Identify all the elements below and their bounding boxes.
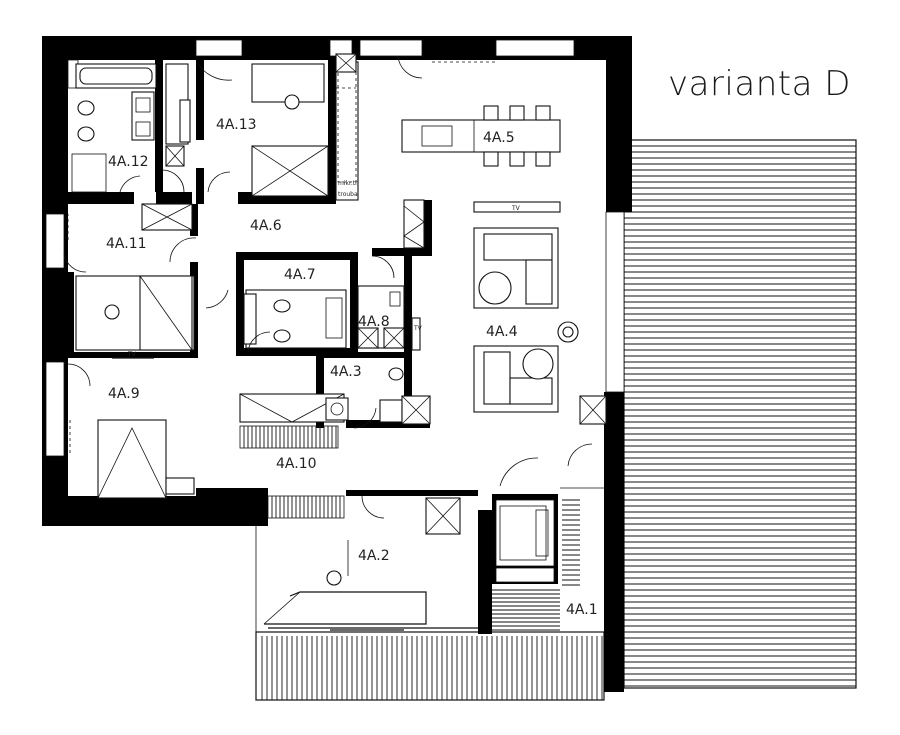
microwave-label-1: mikr.tr. (338, 180, 359, 187)
room-4A2-furniture (263, 497, 478, 631)
label-4A13: 4A.13 (216, 117, 257, 133)
bedroom-4A13-furniture (165, 63, 329, 197)
windows-top (45, 39, 625, 457)
label-4A7: 4A.7 (284, 267, 316, 283)
terrace-bottom-decking (255, 631, 605, 701)
stair-4A1 (492, 487, 604, 631)
label-4A6: 4A.6 (250, 218, 282, 234)
bedroom-4A9-furniture (97, 357, 195, 499)
interior-walls (64, 60, 478, 526)
dash-leaves (67, 61, 496, 456)
tv-label-living: TV (511, 205, 521, 212)
terrace-outline (255, 520, 604, 701)
bedroom-4A11-furniture (75, 203, 195, 351)
label-4A10: 4A.10 (276, 456, 317, 472)
kitchen-column (335, 53, 359, 201)
tv-label-4A8: TV (413, 325, 423, 332)
tv-label-4A9: TV (127, 351, 137, 358)
label-4A3: 4A.3 (330, 364, 362, 380)
bathroom-4A7-fixtures (243, 289, 347, 349)
label-4A8: 4A.8 (358, 314, 390, 330)
kitchen-island (401, 105, 561, 167)
label-4A2: 4A.2 (358, 548, 390, 564)
room-labels: 4A.12 4A.13 4A.5 4A.6 4A.11 4A.7 4A.8 4A… (106, 117, 598, 618)
door-swings (63, 55, 593, 576)
tv-labels: TV TV TV mikr.tr. trouba (127, 180, 521, 358)
label-4A1: 4A.1 (566, 602, 598, 618)
living-room-furniture (411, 201, 579, 413)
microwave-label-2: trouba (338, 191, 358, 198)
label-4A5: 4A.5 (483, 130, 515, 146)
terrace-right-decking (623, 139, 857, 689)
bathroom-4A12-fixtures (71, 63, 157, 193)
utility-fixtures (325, 199, 607, 425)
label-4A4: 4A.4 (486, 324, 518, 340)
label-4A11: 4A.11 (106, 236, 147, 252)
plan-title: varianta D (668, 64, 851, 104)
label-4A12: 4A.12 (108, 154, 149, 170)
label-4A9: 4A.9 (108, 386, 140, 402)
